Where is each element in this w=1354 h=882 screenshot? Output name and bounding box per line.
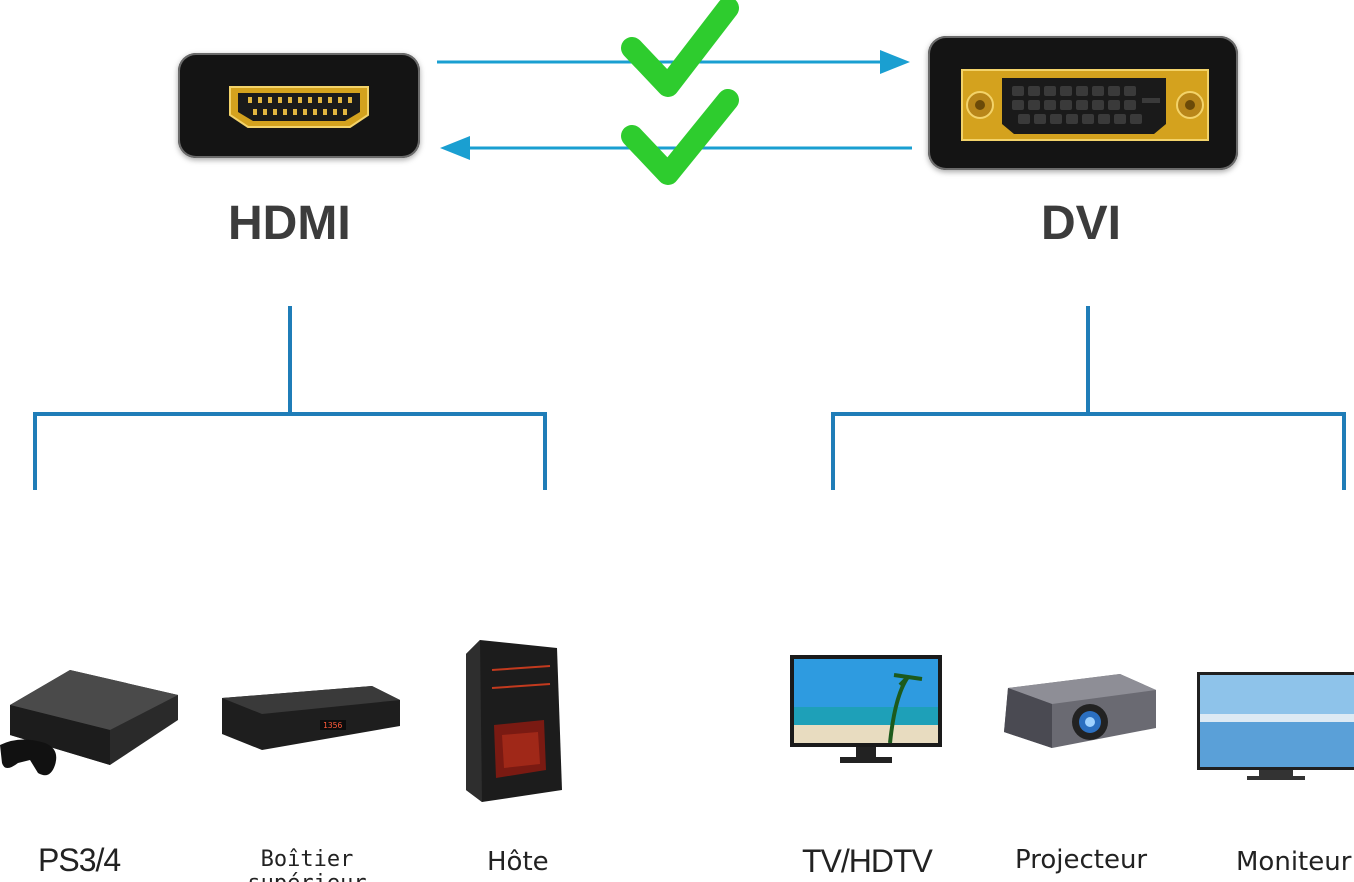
device-label-projector: Projecteur xyxy=(1015,845,1148,875)
game-console-icon xyxy=(0,670,178,776)
projector-icon xyxy=(1004,674,1156,748)
dvi-device-tree xyxy=(831,306,1346,490)
hdmi-port-icon xyxy=(229,86,369,128)
arrow-hdmi-to-dvi xyxy=(437,50,910,74)
pc-tower-icon xyxy=(466,640,562,802)
set-top-box-icon: 1356 xyxy=(222,686,400,750)
hdmi-label: HDMI xyxy=(228,197,351,250)
hdmi-port-box xyxy=(178,53,420,158)
tv-icon xyxy=(790,655,942,763)
monitor-icon xyxy=(1197,672,1354,780)
device-label-set-top-box: Boîtier supérieur xyxy=(247,848,366,882)
device-label-ps3: PS3/4 xyxy=(38,842,121,878)
check-icon-top xyxy=(621,0,739,97)
dvi-port-box xyxy=(928,36,1238,170)
device-label-tv: TV/HDTV xyxy=(802,843,933,879)
hdmi-device-tree xyxy=(33,306,547,490)
check-icon-bottom xyxy=(621,89,739,185)
dvi-port-icon xyxy=(961,69,1209,141)
dvi-label: DVI xyxy=(1041,197,1122,250)
device-label-monitor: Moniteur xyxy=(1236,847,1352,877)
svg-text:1356: 1356 xyxy=(323,721,342,730)
device-label-host: Hôte xyxy=(487,847,549,877)
